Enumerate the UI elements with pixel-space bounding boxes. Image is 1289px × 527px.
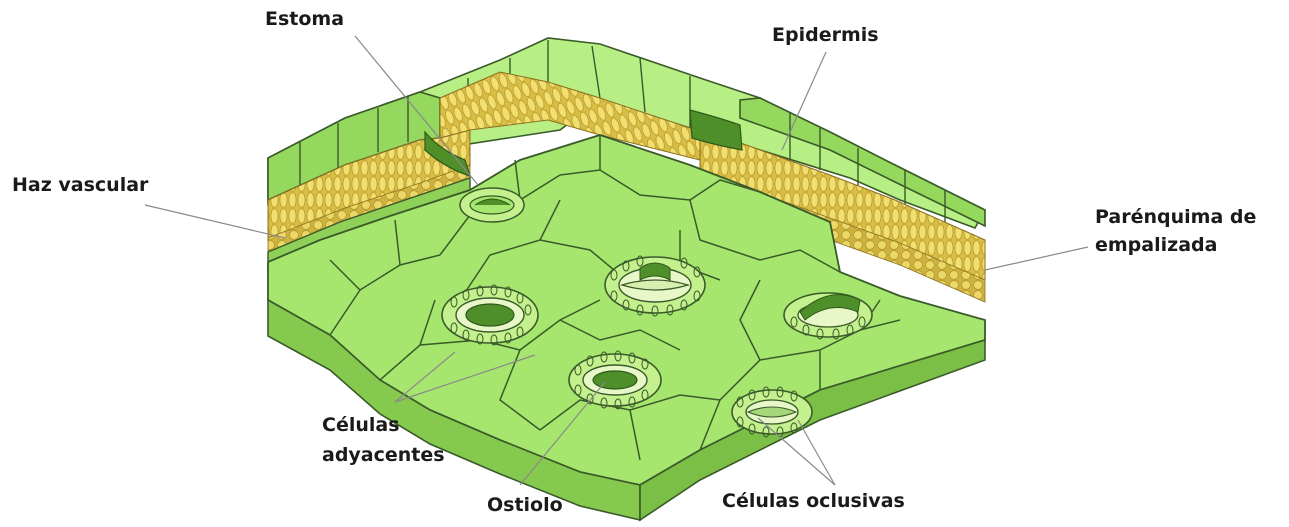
label-estoma: Estoma	[265, 6, 344, 32]
label-celulas-adyacentes-line1: Células	[322, 412, 400, 438]
label-haz-vascular: Haz vascular	[12, 172, 148, 198]
leader-parenquima	[985, 247, 1088, 270]
label-parenquima-line2: empalizada	[1095, 232, 1217, 258]
leader-oclusivas-b	[798, 420, 835, 485]
label-parenquima-line1: Parénquima de	[1095, 204, 1256, 230]
ostiolo-pore	[593, 371, 637, 389]
stoma-cut-left	[460, 188, 524, 222]
label-ostiolo: Ostiolo	[487, 492, 563, 518]
label-celulas-oclusivas: Células oclusivas	[722, 488, 905, 514]
label-celulas-adyacentes-line2: adyacentes	[322, 442, 445, 468]
label-epidermis: Epidermis	[772, 22, 879, 48]
leader-haz-vascular	[145, 205, 285, 238]
